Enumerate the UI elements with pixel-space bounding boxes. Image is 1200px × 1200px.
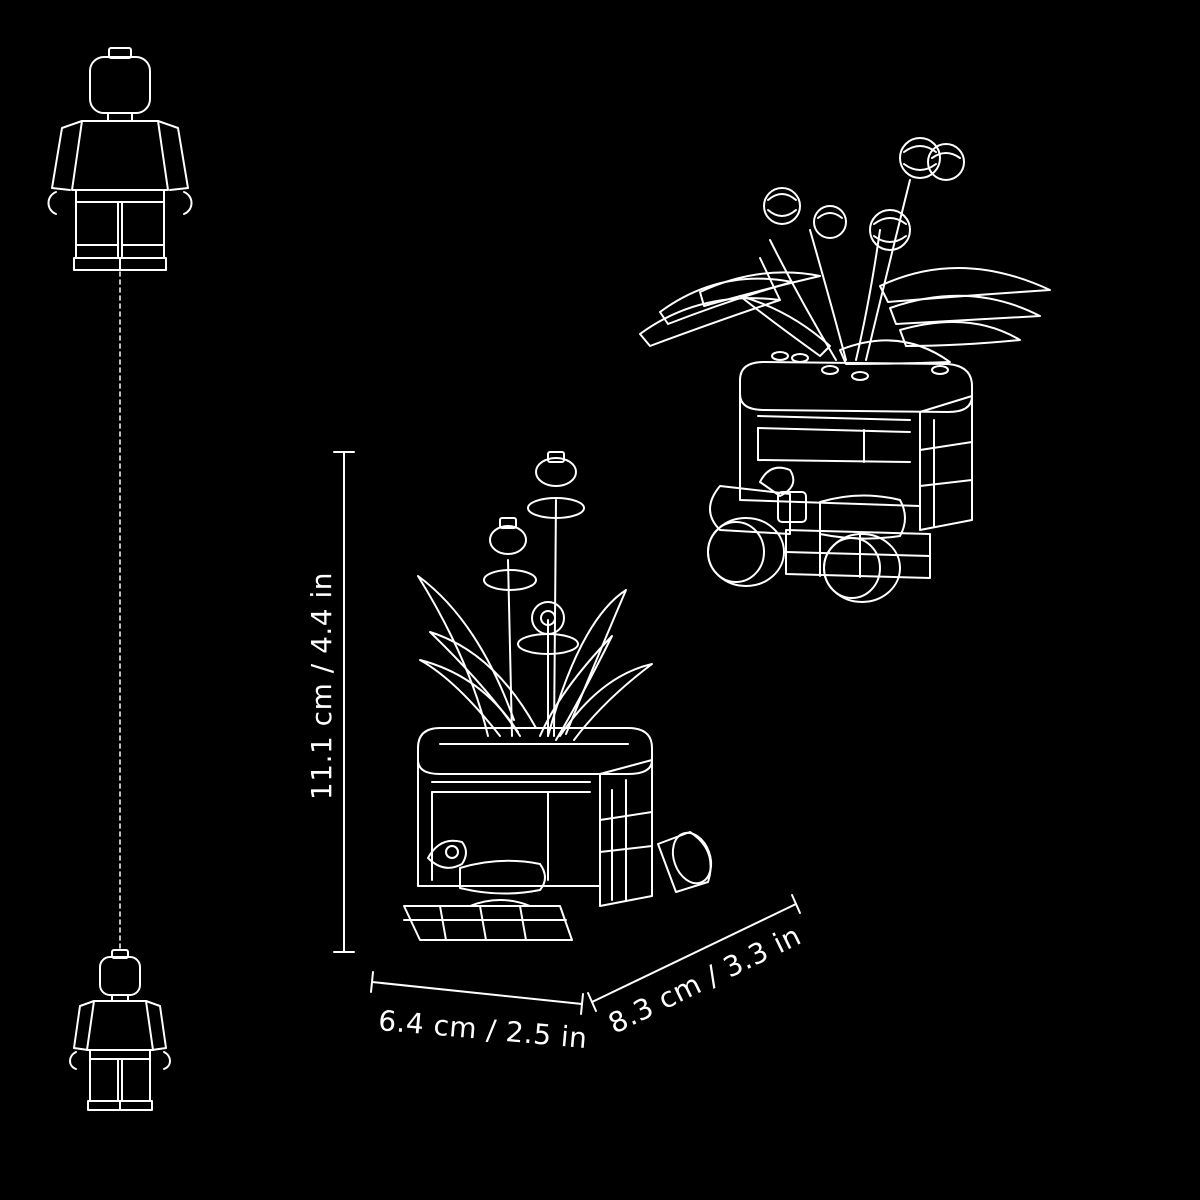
height-dimension-label: 11.1 cm / 4.4 in: [305, 571, 338, 801]
flower-pot-rear-icon: [639, 137, 1051, 603]
flower-pot-front-icon: [403, 451, 713, 941]
minifigure-large-icon: [47, 47, 193, 271]
height-dimension-arrow: [333, 451, 355, 953]
minifigure-small-icon: [69, 949, 171, 1111]
depth-dimension-arrow: [587, 894, 801, 1012]
width-dimension-arrow: [370, 971, 584, 1015]
